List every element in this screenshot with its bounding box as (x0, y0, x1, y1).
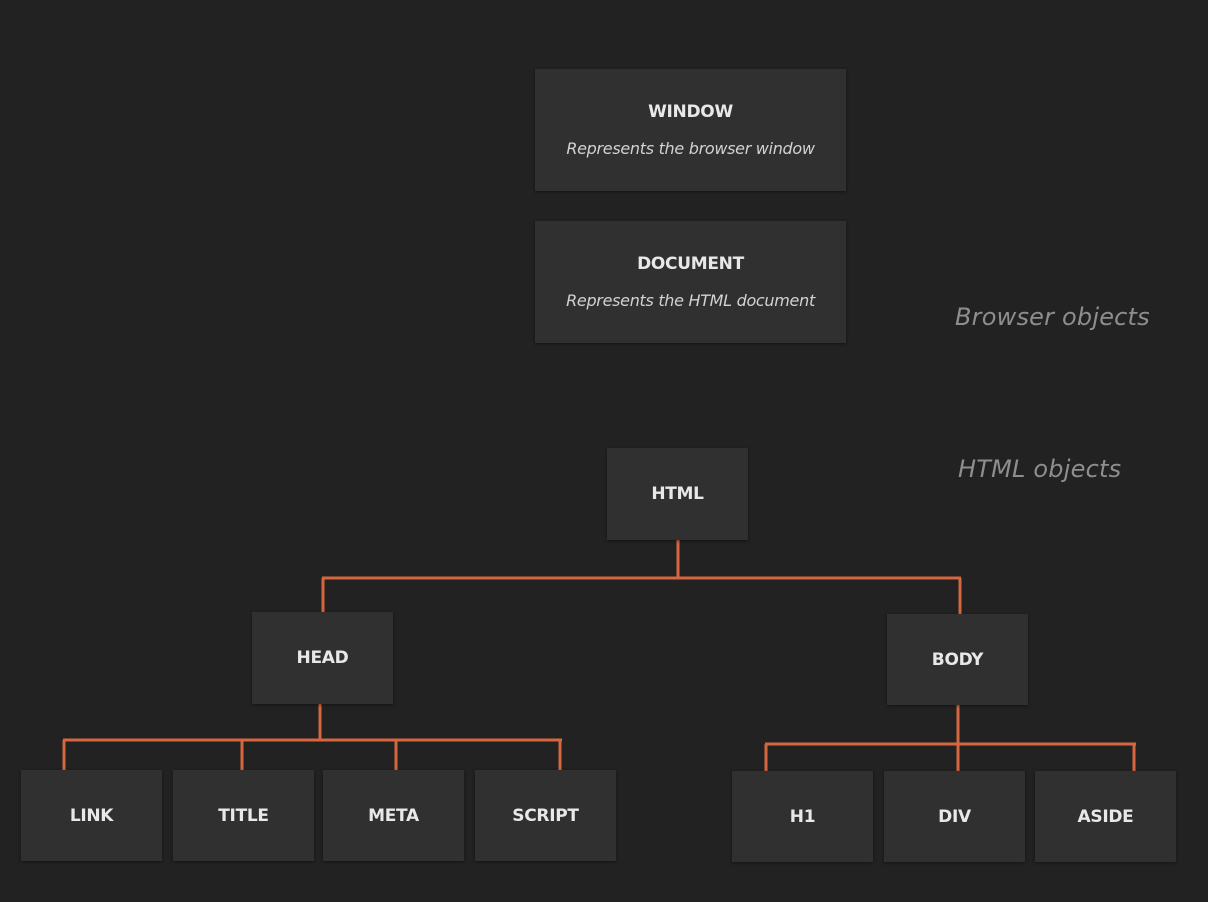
meta-node-label: META (368, 805, 419, 826)
browser-objects-label: Browser objects (955, 303, 1150, 331)
html-node-label: HTML (651, 484, 704, 504)
script-node: SCRIPT (475, 770, 616, 861)
document-node: DOCUMENT Represents the HTML document (535, 221, 846, 343)
head-node-label: HEAD (296, 648, 349, 668)
document-title: DOCUMENT (637, 254, 744, 274)
window-description: Represents the browser window (566, 139, 815, 158)
link-node-label: LINK (69, 805, 114, 826)
div-node: DIV (884, 771, 1025, 862)
meta-node: META (323, 770, 464, 861)
script-node-label: SCRIPT (512, 805, 579, 826)
body-node: BODY (887, 614, 1028, 705)
document-description: Represents the HTML document (566, 291, 815, 310)
html-objects-label: HTML objects (958, 455, 1122, 483)
window-title: WINDOW (648, 102, 733, 122)
link-node: LINK (21, 770, 162, 861)
body-node-label: BODY (931, 649, 984, 670)
title-node-label: TITLE (218, 805, 269, 826)
h1-node: H1 (732, 771, 873, 862)
window-node: WINDOW Represents the browser window (535, 69, 846, 191)
html-node: HTML (607, 448, 748, 540)
div-node-label: DIV (938, 806, 971, 827)
aside-node: ASIDE (1035, 771, 1176, 862)
aside-node-label: ASIDE (1077, 806, 1134, 827)
h1-node-label: H1 (789, 806, 816, 827)
head-node: HEAD (252, 612, 393, 704)
title-node: TITLE (173, 770, 314, 861)
